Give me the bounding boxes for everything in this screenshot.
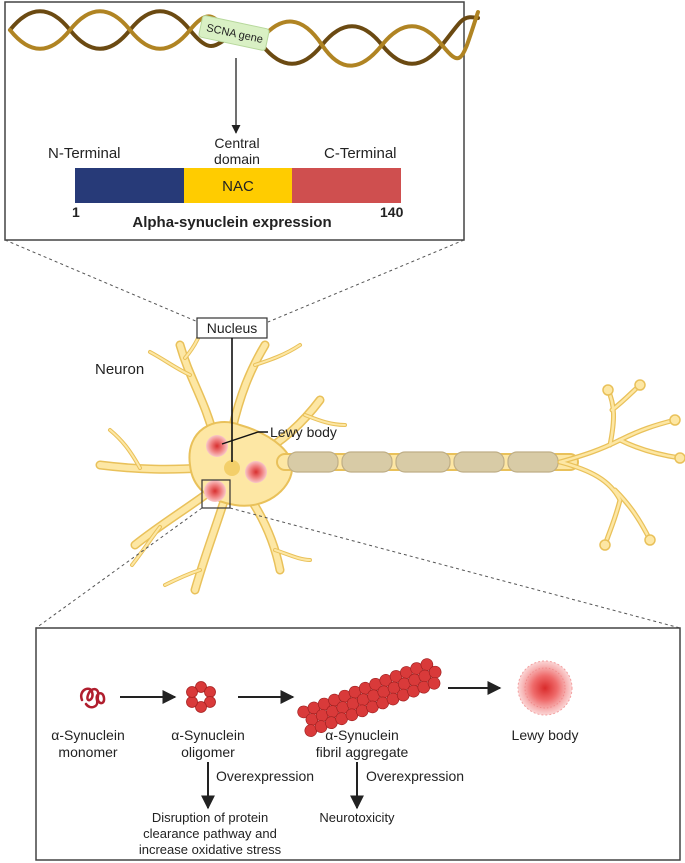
zoom-line-left-top bbox=[4, 239, 199, 323]
zoom-line-right-top bbox=[267, 239, 465, 323]
outcome1-line2: clearance pathway and bbox=[143, 826, 277, 841]
nucleus-label: Nucleus bbox=[207, 320, 258, 336]
lewy-body-label-neuron: Lewy body bbox=[270, 424, 337, 440]
fibril-label-line2: fibril aggregate bbox=[316, 744, 409, 760]
outcome2-label: Neurotoxicity bbox=[319, 810, 395, 825]
neuron-label: Neuron bbox=[95, 361, 144, 378]
monomer-label-line2: monomer bbox=[58, 744, 117, 760]
outcome1-line3: increase oxidative stress bbox=[139, 842, 282, 857]
central-label-line2: domain bbox=[214, 151, 260, 167]
residue-end-label: 140 bbox=[380, 204, 404, 220]
oligomer-label-line1: α-Synuclein bbox=[171, 727, 244, 743]
zoom-line-left-bottom bbox=[35, 507, 203, 629]
overexpression-label-1: Overexpression bbox=[216, 768, 314, 784]
monomer-label-line1: α-Synuclein bbox=[51, 727, 124, 743]
n-terminal-label: N-Terminal bbox=[48, 145, 121, 162]
fibril-label-line1: α-Synuclein bbox=[325, 727, 398, 743]
lewy-body-pointer bbox=[221, 431, 268, 445]
outcome1-line1: Disruption of protein bbox=[152, 810, 268, 825]
gene-panel-frame bbox=[4, 1, 465, 241]
myelin-sheaths bbox=[287, 451, 559, 473]
c-terminal-label: C-Terminal bbox=[324, 145, 397, 162]
nucleus-dot bbox=[224, 460, 240, 476]
oligomer-icon bbox=[186, 681, 216, 713]
nac-label: NAC bbox=[222, 178, 254, 195]
monomer-icon bbox=[79, 687, 106, 709]
n-terminal-segment bbox=[75, 168, 184, 203]
c-terminal-segment bbox=[292, 168, 401, 203]
lewy-body-label: Lewy body bbox=[512, 727, 579, 743]
overexpression-label-2: Overexpression bbox=[366, 768, 464, 784]
neuron bbox=[95, 318, 685, 595]
nac-segment bbox=[184, 168, 292, 203]
oligomer-label-line2: oligomer bbox=[181, 744, 235, 760]
protein-title: Alpha-synuclein expression bbox=[132, 214, 331, 231]
fibril-icon bbox=[297, 658, 442, 737]
scna-gene-tag: SCNA gene bbox=[198, 15, 270, 51]
pathway-panel-frame bbox=[35, 627, 681, 861]
zoom-box bbox=[201, 479, 231, 509]
lewy-bodies-in-neuron bbox=[204, 435, 267, 502]
central-label-line1: Central bbox=[214, 135, 259, 151]
residue-start-label: 1 bbox=[72, 204, 80, 220]
lewy-body-icon bbox=[517, 660, 573, 716]
